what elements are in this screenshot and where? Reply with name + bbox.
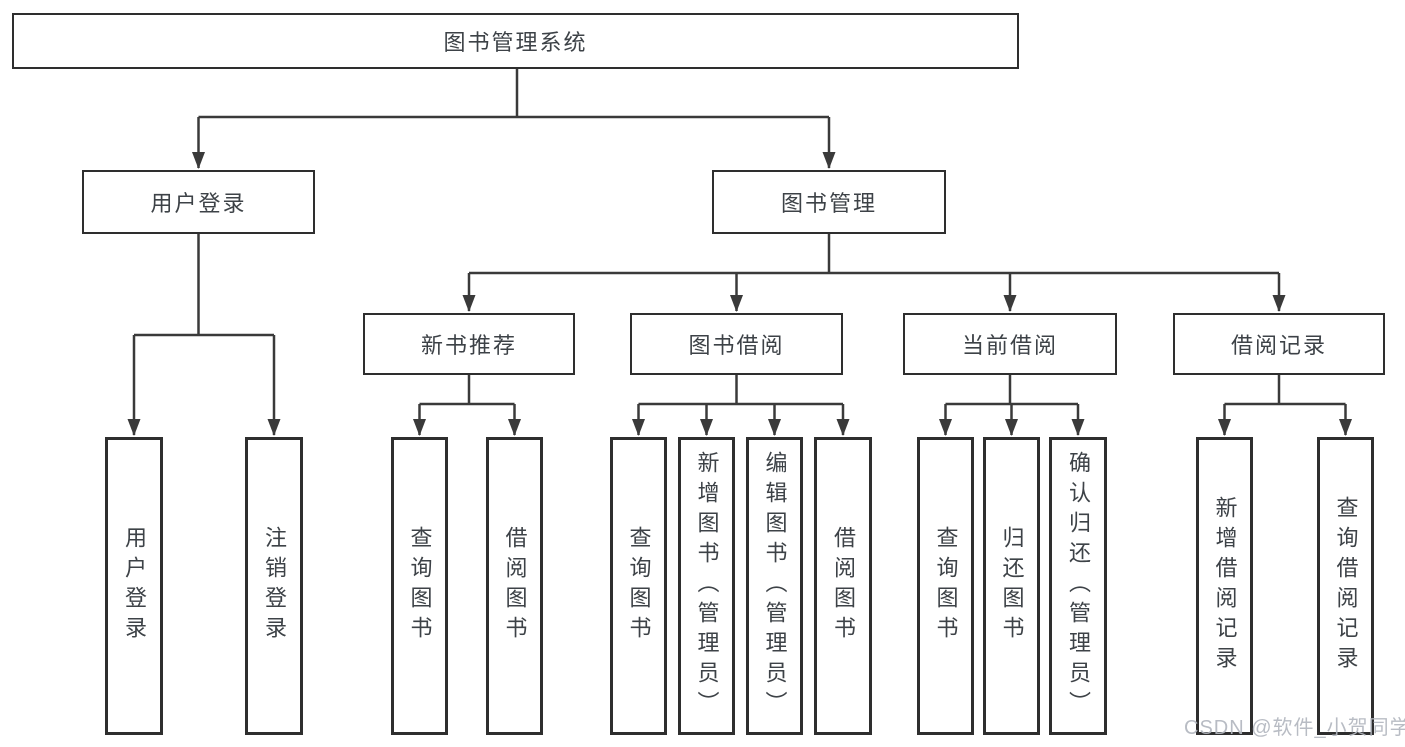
- leaf-label: 新增图书（管理员）: [694, 451, 720, 721]
- leaf-label: 查询图书: [933, 526, 959, 646]
- node-current-borrowing: 当前借阅: [903, 313, 1117, 375]
- node-leaf-return-book: 归还图书: [983, 437, 1040, 735]
- node-leaf-edit-book-admin: 编辑图书（管理员）: [746, 437, 803, 735]
- node-user-login: 用户登录: [82, 170, 315, 234]
- node-leaf-add-borrow-record: 新增借阅记录: [1196, 437, 1253, 735]
- node-leaf-add-book-admin: 新增图书（管理员）: [678, 437, 735, 735]
- node-book-management: 图书管理: [712, 170, 946, 234]
- node-leaf-query-books-borrow: 查询图书: [610, 437, 667, 735]
- node-new-book-recommendation: 新书推荐: [363, 313, 575, 375]
- node-leaf-query-books-recommend: 查询图书: [391, 437, 448, 735]
- leaf-label: 查询图书: [407, 526, 433, 646]
- node-leaf-query-borrow-record: 查询借阅记录: [1317, 437, 1374, 735]
- leaf-label: 确认归还（管理员）: [1066, 451, 1091, 721]
- node-leaf-confirm-return-admin: 确认归还（管理员）: [1049, 437, 1107, 735]
- leaf-label: 借阅图书: [502, 526, 528, 646]
- leaf-label: 归还图书: [999, 526, 1025, 646]
- node-library-management-system: 图书管理系统: [12, 13, 1019, 69]
- leaf-label: 查询图书: [626, 526, 652, 646]
- node-leaf-borrow-books-recommend: 借阅图书: [486, 437, 543, 735]
- node-leaf-borrow-books: 借阅图书: [814, 437, 872, 735]
- node-leaf-query-books-current: 查询图书: [917, 437, 974, 735]
- node-leaf-logout: 注销登录: [245, 437, 303, 735]
- leaf-label: 用户登录: [122, 526, 147, 646]
- leaf-label: 借阅图书: [831, 526, 856, 646]
- node-book-borrowing: 图书借阅: [630, 313, 843, 375]
- node-borrowing-records: 借阅记录: [1173, 313, 1385, 375]
- node-leaf-user-login: 用户登录: [105, 437, 163, 735]
- leaf-label: 编辑图书（管理员）: [762, 451, 788, 721]
- leaf-label: 查询借阅记录: [1333, 496, 1359, 676]
- leaf-label: 注销登录: [262, 526, 287, 646]
- csdn-watermark: CSDN @软件_小贺同学: [1184, 717, 1405, 739]
- leaf-label: 新增借阅记录: [1212, 496, 1238, 676]
